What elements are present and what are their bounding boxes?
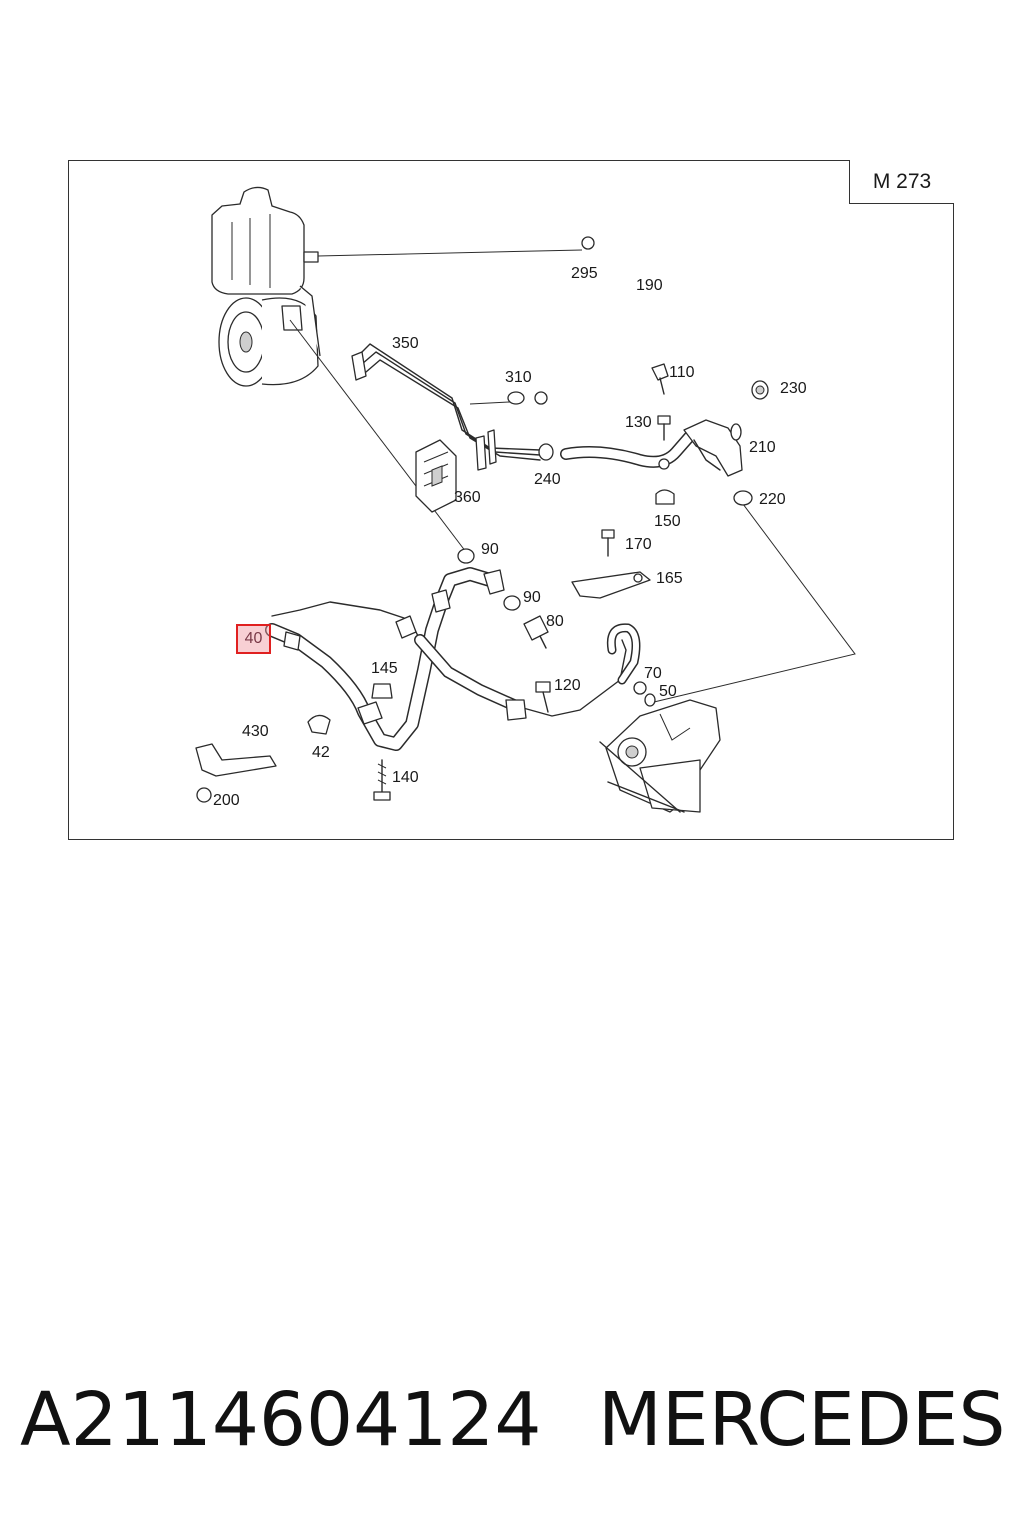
footer: A2114604124 MERCEDES: [0, 1370, 1024, 1470]
engine-model-badge: M 273: [849, 160, 954, 204]
callout-240: 240: [534, 471, 561, 488]
pump-reservoir-assembly: [211, 186, 321, 387]
callout-120: 120: [554, 677, 581, 694]
callout-190: 190: [636, 277, 663, 294]
callout-130: 130: [625, 414, 652, 431]
supply-hose-210: [560, 419, 743, 477]
callout-145: 145: [371, 660, 398, 677]
small-fasteners-bottom: [195, 681, 656, 803]
callout-labels: 295 190 350 310 110 230 130 210 240 360 …: [213, 265, 807, 809]
callout-70: 70: [644, 665, 662, 682]
callout-80: 80: [546, 613, 564, 630]
callout-430: 430: [242, 723, 269, 740]
callout-350: 350: [392, 335, 419, 352]
callout-170: 170: [625, 536, 652, 553]
hose-clamps: [507, 391, 554, 461]
cooler-tube-350: [351, 343, 541, 471]
callout-110: 110: [669, 364, 695, 381]
brand-name: MERCEDES: [598, 1377, 1006, 1463]
leader-lines: [289, 249, 856, 703]
callout-200: 200: [213, 792, 240, 809]
callout-210: 210: [749, 439, 776, 456]
highlighted-part-callout[interactable]: 40: [236, 624, 271, 654]
return-hose-190: [534, 236, 635, 405]
small-fasteners-top: [651, 363, 769, 506]
pressure-hose-40: [265, 567, 641, 751]
callout-230: 230: [780, 380, 807, 397]
callout-50: 50: [659, 683, 677, 700]
callout-360: 360: [454, 489, 481, 506]
steering-gear: [599, 699, 721, 813]
callout-140: 140: [392, 769, 419, 786]
callout-295: 295: [571, 265, 598, 282]
callout-220: 220: [759, 491, 786, 508]
callout-42: 42: [312, 744, 330, 761]
part-number: A2114604124: [20, 1377, 542, 1463]
callout-310: 310: [505, 369, 532, 386]
small-fasteners-mid: [457, 529, 651, 649]
bracket-360: [415, 439, 457, 513]
callout-150: 150: [654, 513, 681, 530]
callout-90-lower: 90: [523, 589, 541, 606]
callout-90-upper: 90: [481, 541, 499, 558]
callout-165: 165: [656, 570, 683, 587]
